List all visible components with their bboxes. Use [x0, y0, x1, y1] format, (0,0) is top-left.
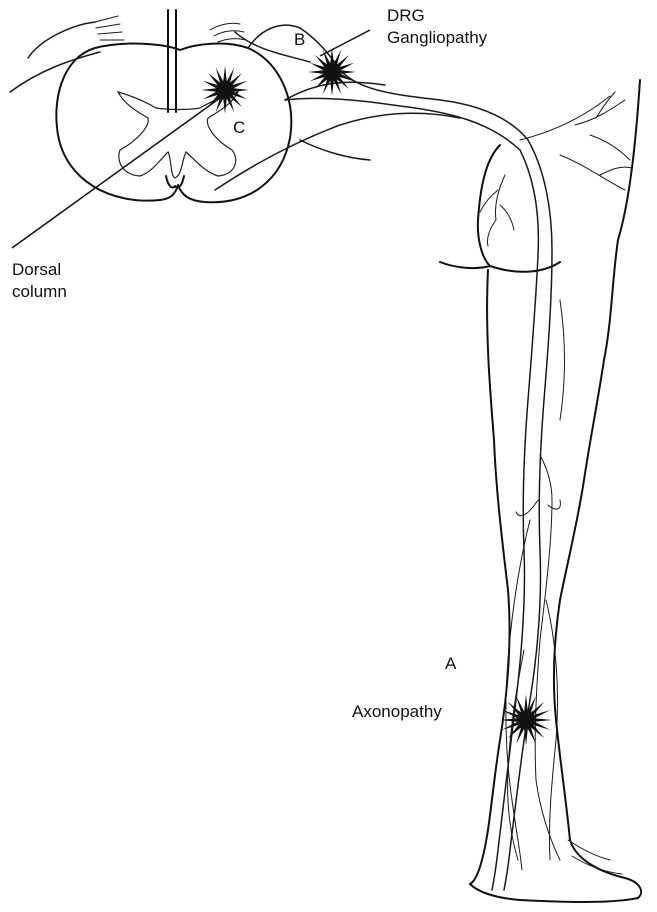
leg-outline: [440, 80, 641, 902]
sciatic-main-right: [492, 150, 538, 890]
spinal-nerve: [215, 28, 632, 246]
right-rootlets: [210, 23, 246, 42]
burst-b-shape: [308, 48, 356, 96]
buttock-outline: [440, 145, 500, 268]
drg-letter-label: B: [294, 30, 305, 50]
lesion-burst-axon: [500, 694, 552, 746]
spinal-cord-outline: [56, 44, 291, 203]
drg-pointer: [320, 30, 370, 56]
burst-a-shape: [500, 694, 552, 746]
sciatic-main-left: [504, 140, 552, 890]
left-root-mid: [10, 52, 100, 92]
lesion-burst-drg: [308, 48, 356, 96]
lesion-burst-dorsal-column: [201, 66, 249, 114]
gluteal-crease: [490, 262, 560, 272]
dorsal-letter-label: C: [233, 118, 245, 138]
sciatic-nerve: [492, 140, 565, 890]
burst-c-shape: [201, 66, 249, 114]
nerve-roots: [10, 16, 385, 100]
left-rootlets: [95, 16, 124, 40]
gray-matter: [118, 92, 238, 178]
drg-title-line2: Gangliopathy: [387, 28, 487, 48]
leg-outline-left: [470, 270, 510, 884]
nerve-branches-buttock: [480, 175, 514, 246]
lower-nerve-branch: [215, 113, 460, 190]
ventral-root: [285, 82, 385, 100]
sympathetic-branch: [300, 140, 370, 160]
nerve-trunk-lower: [285, 98, 520, 150]
thigh-branch: [560, 300, 565, 420]
dorsal-column-line2: column: [12, 282, 67, 302]
dorsal-column-pointer: [12, 98, 220, 248]
foot-detail: [568, 840, 622, 874]
dorsal-column-line1: Dorsal: [12, 260, 61, 280]
drg-title-line1: DRG: [387, 6, 425, 26]
axon-letter-label: A: [445, 654, 456, 674]
nerve-branches-right: [520, 92, 632, 190]
axonopathy-label: Axonopathy: [352, 702, 442, 722]
